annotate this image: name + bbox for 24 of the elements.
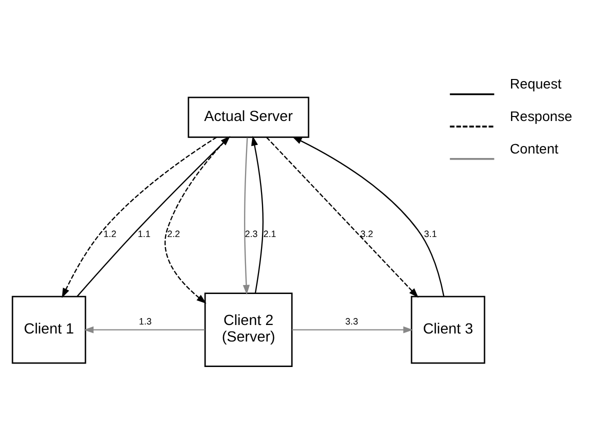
node-box: Client 2 (Server) (204, 292, 293, 366)
node-box: Client 3 (410, 295, 486, 364)
legend-label: Content (510, 140, 558, 156)
arrow (76, 136, 230, 296)
arrow (84, 326, 205, 333)
edge-label: 3.2 (360, 228, 374, 238)
edge-label: 3.3 (345, 316, 358, 326)
legend-label: Request (510, 75, 562, 92)
arrow (292, 326, 414, 333)
arrow (62, 136, 217, 298)
edge-label: 2.2 (167, 228, 180, 238)
node-box: Client 1 (12, 295, 86, 364)
edge-label: 2.3 (244, 228, 258, 238)
arrow (266, 136, 419, 298)
edge-label: 2.1 (263, 228, 276, 238)
arrow (242, 137, 250, 294)
edge-label: 3.1 (424, 228, 437, 238)
arrow (251, 135, 264, 293)
legend-label: Response (510, 108, 572, 124)
edge-label: 1.2 (104, 228, 116, 238)
node-box: Actual Server (188, 96, 310, 138)
edge-label: 1.1 (138, 228, 151, 238)
arrow (292, 136, 444, 296)
edge-label: 1.3 (138, 316, 152, 326)
